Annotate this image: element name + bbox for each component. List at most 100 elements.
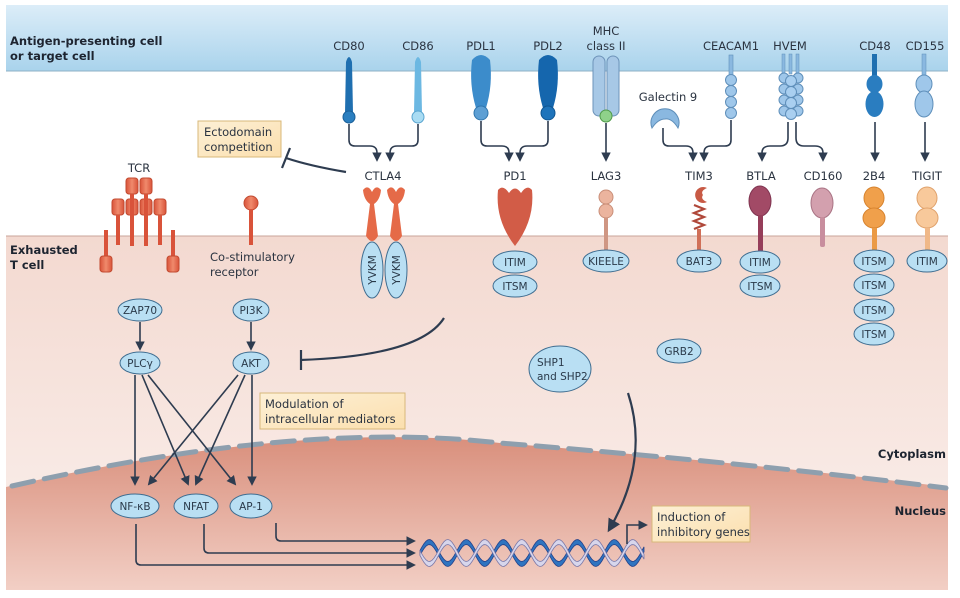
pdl2-ligand <box>538 55 558 121</box>
grb2-node <box>656 338 702 364</box>
nfkb-node <box>110 493 160 519</box>
cd86-ligand <box>411 57 425 124</box>
tcell-label: Exhausted <box>10 243 78 257</box>
akt-inhibition-line <box>299 317 445 362</box>
akt-to-nfat-arrow <box>194 374 246 486</box>
modulation-callout-text: Modulation of <box>265 397 345 411</box>
induction-callout-text: Induction of <box>657 510 726 524</box>
nucleus-label: Nucleus <box>895 504 947 518</box>
tim3-bat3-motif: BAT3 <box>686 256 713 268</box>
btla-itsm-motif: ITSM <box>747 281 772 293</box>
btla-label: BTLA <box>746 169 776 183</box>
pdl1-ligand <box>471 55 491 121</box>
hvem-to-btla-arrow <box>757 122 789 162</box>
ap1-label: AP-1 <box>239 501 263 513</box>
zap70-label: ZAP70 <box>123 305 157 317</box>
2b4-itsm-motif-3: ITSM <box>861 305 886 317</box>
costimulatory-receptor <box>243 195 259 245</box>
zap70-node <box>117 298 163 322</box>
mhc-label-2: class II <box>587 39 626 53</box>
ctla4-yvkm-motif-2: YVKM <box>391 255 403 286</box>
pd1-label: PD1 <box>503 169 526 183</box>
akt-label: AKT <box>241 358 261 370</box>
plcg-label: PLCγ <box>127 358 153 370</box>
grb2-label: GRB2 <box>664 346 693 358</box>
shp-label: SHP1 <box>537 357 565 369</box>
shp-to-dna-arrow <box>607 392 637 533</box>
pdl2-label: PDL2 <box>533 39 563 53</box>
cd48-ligand <box>865 54 884 117</box>
pd1-itim-motif: ITIM <box>504 257 526 269</box>
induction-callout-box <box>651 505 751 543</box>
cd86-to-ctla4-arrow <box>385 124 419 162</box>
shp-node <box>528 345 592 393</box>
mhc-label: MHC <box>593 24 620 38</box>
tcr-label: TCR <box>127 161 150 175</box>
hvem-to-cd160-arrow <box>795 122 828 162</box>
nfat-label: NFAT <box>183 501 209 513</box>
ectodomain-inhibition-line <box>285 156 347 174</box>
costim-label-2: receptor <box>210 265 259 279</box>
akt-to-nfkb-arrow <box>147 374 239 486</box>
nfat-to-dna-arrow <box>203 524 416 558</box>
tim3-label: TIM3 <box>684 169 713 183</box>
ceacam1-label: CEACAM1 <box>703 39 759 53</box>
cd80-ligand <box>342 57 356 124</box>
2b4-label: 2B4 <box>863 169 886 183</box>
costim-label: Co-stimulatory <box>210 250 295 264</box>
2b4-receptor <box>853 186 895 346</box>
gene-induction-arrow <box>626 520 648 544</box>
ctla4-label: CTLA4 <box>365 169 402 183</box>
galectin9-label: Galectin 9 <box>639 90 698 104</box>
ceacam1-ligand <box>725 54 737 119</box>
pdl1-to-pd1-arrow <box>480 121 514 162</box>
ap1-to-dna-arrow <box>275 523 416 546</box>
galectin9-ligand <box>650 108 680 130</box>
tcell-label-2: T cell <box>10 258 44 272</box>
ectodomain-callout-text: Ectodomain <box>204 125 272 139</box>
cd80-to-ctla4-arrow <box>348 124 382 162</box>
btla-receptor <box>739 185 781 298</box>
tigit-label: TIGIT <box>911 169 943 183</box>
induction-callout-text-2: inhibitory genes <box>657 525 750 539</box>
nfat-node <box>173 493 219 519</box>
btla-itim-motif: ITIM <box>749 257 771 269</box>
apc-label-2: or target cell <box>10 49 95 63</box>
nucleus-region <box>6 437 948 590</box>
nuclear-envelope <box>9 434 949 491</box>
cd80-label: CD80 <box>333 39 365 53</box>
cd155-label: CD155 <box>906 39 945 53</box>
lag3-receptor <box>582 189 630 273</box>
ectodomain-inhibition-bar <box>280 147 292 169</box>
ectodomain-callout-text-2: competition <box>204 140 273 154</box>
lag3-label: LAG3 <box>591 169 622 183</box>
dna-helix <box>419 539 645 567</box>
lag3-kieele-motif: KIEELE <box>588 256 624 268</box>
2b4-itsm-motif-4: ITSM <box>861 329 886 341</box>
apc-label: Antigen-presenting cell <box>10 34 162 48</box>
plcg-to-ap1-arrow <box>147 374 237 486</box>
2b4-itsm-motif-2: ITSM <box>861 280 886 292</box>
hvem-label: HVEM <box>773 39 807 53</box>
mhc-class-ii-ligand <box>592 55 620 123</box>
cd48-label: CD48 <box>859 39 891 53</box>
ceacam1-to-tim3-arrow <box>699 120 732 162</box>
pdl2-to-pd1-arrow <box>515 121 549 162</box>
tcr-complex <box>99 177 180 273</box>
2b4-itsm-motif-1: ITSM <box>861 256 886 268</box>
pd1-receptor <box>492 187 538 298</box>
ctla4-receptor <box>360 187 408 299</box>
pi3k-label: PI3K <box>240 305 264 317</box>
ap1-node <box>229 493 273 519</box>
cd160-label: CD160 <box>804 169 843 183</box>
plcg-node <box>119 351 161 375</box>
ectodomain-callout-box <box>197 120 282 158</box>
hvem-ligand <box>778 53 804 120</box>
shp-label-2: and SHP2 <box>537 371 588 383</box>
plcg-to-nfat-arrow <box>141 374 190 486</box>
dna-strand-light <box>419 539 645 567</box>
galectin9-to-tim3-arrow <box>662 128 698 162</box>
pdl1-label: PDL1 <box>466 39 496 53</box>
